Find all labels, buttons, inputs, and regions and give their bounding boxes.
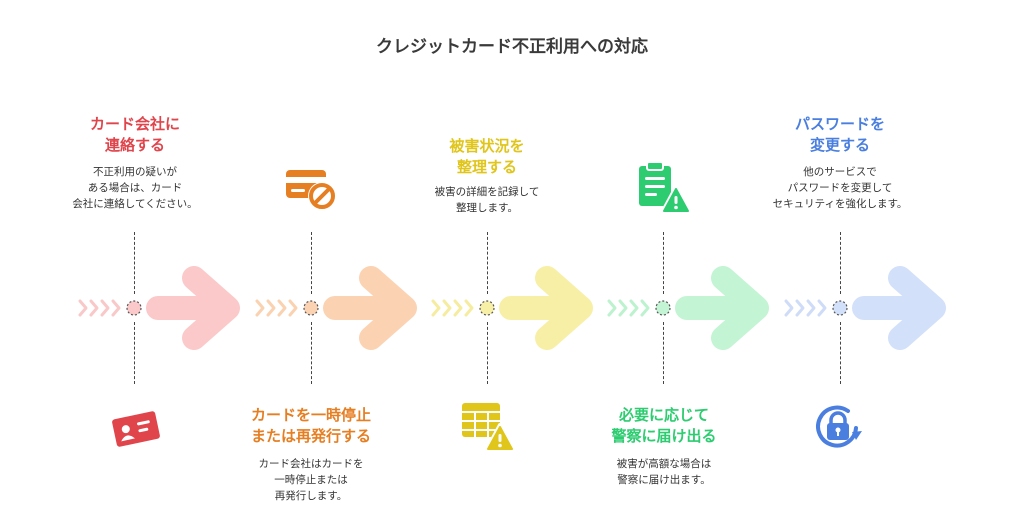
- step-3-connector-bottom: [487, 322, 488, 384]
- chevron-mark: [784, 299, 794, 317]
- chevron-mark: [607, 299, 617, 317]
- chevron-mark: [266, 299, 276, 317]
- chevron-mark: [817, 299, 827, 317]
- chevron-mark: [453, 299, 463, 317]
- step-4-title-line: 必要に応じて: [618, 406, 709, 424]
- step-4-connector-bottom: [663, 322, 664, 384]
- step-5-connector-bottom: [840, 322, 841, 384]
- step-5-desc-line: パスワードを変更して: [787, 182, 893, 194]
- arrow-head: [888, 266, 946, 350]
- step-2-description: カード会社はカードを 一時停止または 再発行します。: [211, 456, 411, 504]
- arrow-head: [182, 266, 240, 350]
- card-blocked-icon: [286, 170, 336, 210]
- chevron-mark: [640, 299, 650, 317]
- chevron-mark: [464, 299, 474, 317]
- step-3-title-line: 被害状況を: [449, 137, 525, 155]
- step-1-connector-top: [134, 232, 135, 294]
- lock-refresh-icon: [816, 405, 862, 448]
- step-1-description: 不正利用の疑いが ある場合は、カード 会社に連絡してください。: [35, 164, 235, 212]
- step-5-desc-line: 他のサービスで: [803, 166, 877, 178]
- chevron-mark: [618, 299, 628, 317]
- arrow-head: [535, 266, 593, 350]
- step-3-connector-top: [487, 232, 488, 294]
- flow-segment-4: [607, 266, 769, 350]
- step-4-title: 必要に応じて 警察に届け出る: [574, 405, 754, 447]
- step-2-title-line: カードを一時停止: [250, 406, 371, 424]
- chevron-mark: [78, 299, 88, 317]
- arrow-head: [359, 266, 417, 350]
- diagram-title: クレジットカード不正利用への対応: [376, 37, 648, 57]
- step-4-desc-line: 被害が高額な場合は: [616, 458, 712, 470]
- step-1-desc-line: ある場合は、カード: [87, 182, 183, 194]
- step-3-desc-line: 被害の詳細を記録して: [434, 186, 540, 198]
- step-2-connector-bottom: [311, 322, 312, 384]
- step-3-title-line: 整理する: [456, 158, 517, 176]
- step-1-connector-bottom: [134, 322, 135, 384]
- chevron-mark: [100, 299, 110, 317]
- chevron-mark: [442, 299, 452, 317]
- step-5-title-line: 変更する: [809, 136, 870, 154]
- step-2-connector-top: [311, 232, 312, 294]
- table-warning-icon: [462, 403, 516, 453]
- step-2-title-line: または再発行する: [250, 427, 371, 445]
- chevron-mark: [288, 299, 298, 317]
- flow-segment-3: [431, 266, 593, 350]
- step-5-title-line: パスワードを: [794, 115, 885, 133]
- step-2-desc-line: カード会社はカードを: [258, 458, 364, 470]
- chevron-mark: [255, 299, 265, 317]
- step-1-title-line: カード会社に: [89, 115, 180, 133]
- chevron-mark: [629, 299, 639, 317]
- chevron-mark: [277, 299, 287, 317]
- step-1-desc-line: 不正利用の疑いが: [93, 166, 177, 178]
- clipboard-warning-icon: [639, 161, 692, 215]
- step-1-title-line: 連絡する: [104, 136, 165, 154]
- arrow-head: [711, 266, 769, 350]
- step-5-connector-top: [840, 232, 841, 294]
- step-4-title-line: 警察に届け出る: [611, 427, 717, 445]
- step-2-desc-line: 再発行します。: [274, 490, 348, 502]
- step-node: [479, 300, 495, 316]
- chevron-mark: [111, 299, 121, 317]
- step-3-desc-line: 整理します。: [456, 202, 518, 214]
- chevron-mark: [806, 299, 816, 317]
- step-1-desc-line: 会社に連絡してください。: [72, 198, 198, 210]
- step-2-desc-line: 一時停止または: [274, 474, 348, 486]
- step-4-desc-line: 警察に届け出ます。: [617, 474, 711, 486]
- chevron-mark: [89, 299, 99, 317]
- step-node: [303, 300, 319, 316]
- step-node: [126, 300, 142, 316]
- step-1-title: カード会社に 連絡する: [45, 114, 225, 156]
- chevron-mark: [795, 299, 805, 317]
- step-3-description: 被害の詳細を記録して 整理します。: [387, 184, 587, 216]
- step-5-desc-line: セキュリティを強化します。: [772, 198, 908, 210]
- step-node: [832, 300, 848, 316]
- step-4-connector-top: [663, 232, 664, 294]
- flow-segment-1: [78, 266, 240, 350]
- contact-card-icon: [112, 411, 160, 447]
- flow-segment-5: [784, 266, 946, 350]
- step-node: [655, 300, 671, 316]
- step-5-title: パスワードを 変更する: [750, 114, 930, 156]
- step-2-title: カードを一時停止 または再発行する: [221, 405, 401, 447]
- step-5-description: 他のサービスで パスワードを変更して セキュリティを強化します。: [740, 164, 940, 212]
- chevron-mark: [431, 299, 441, 317]
- flow-segment-2: [255, 266, 417, 350]
- step-3-title: 被害状況を 整理する: [397, 136, 577, 178]
- step-4-description: 被害が高額な場合は 警察に届け出ます。: [564, 456, 764, 488]
